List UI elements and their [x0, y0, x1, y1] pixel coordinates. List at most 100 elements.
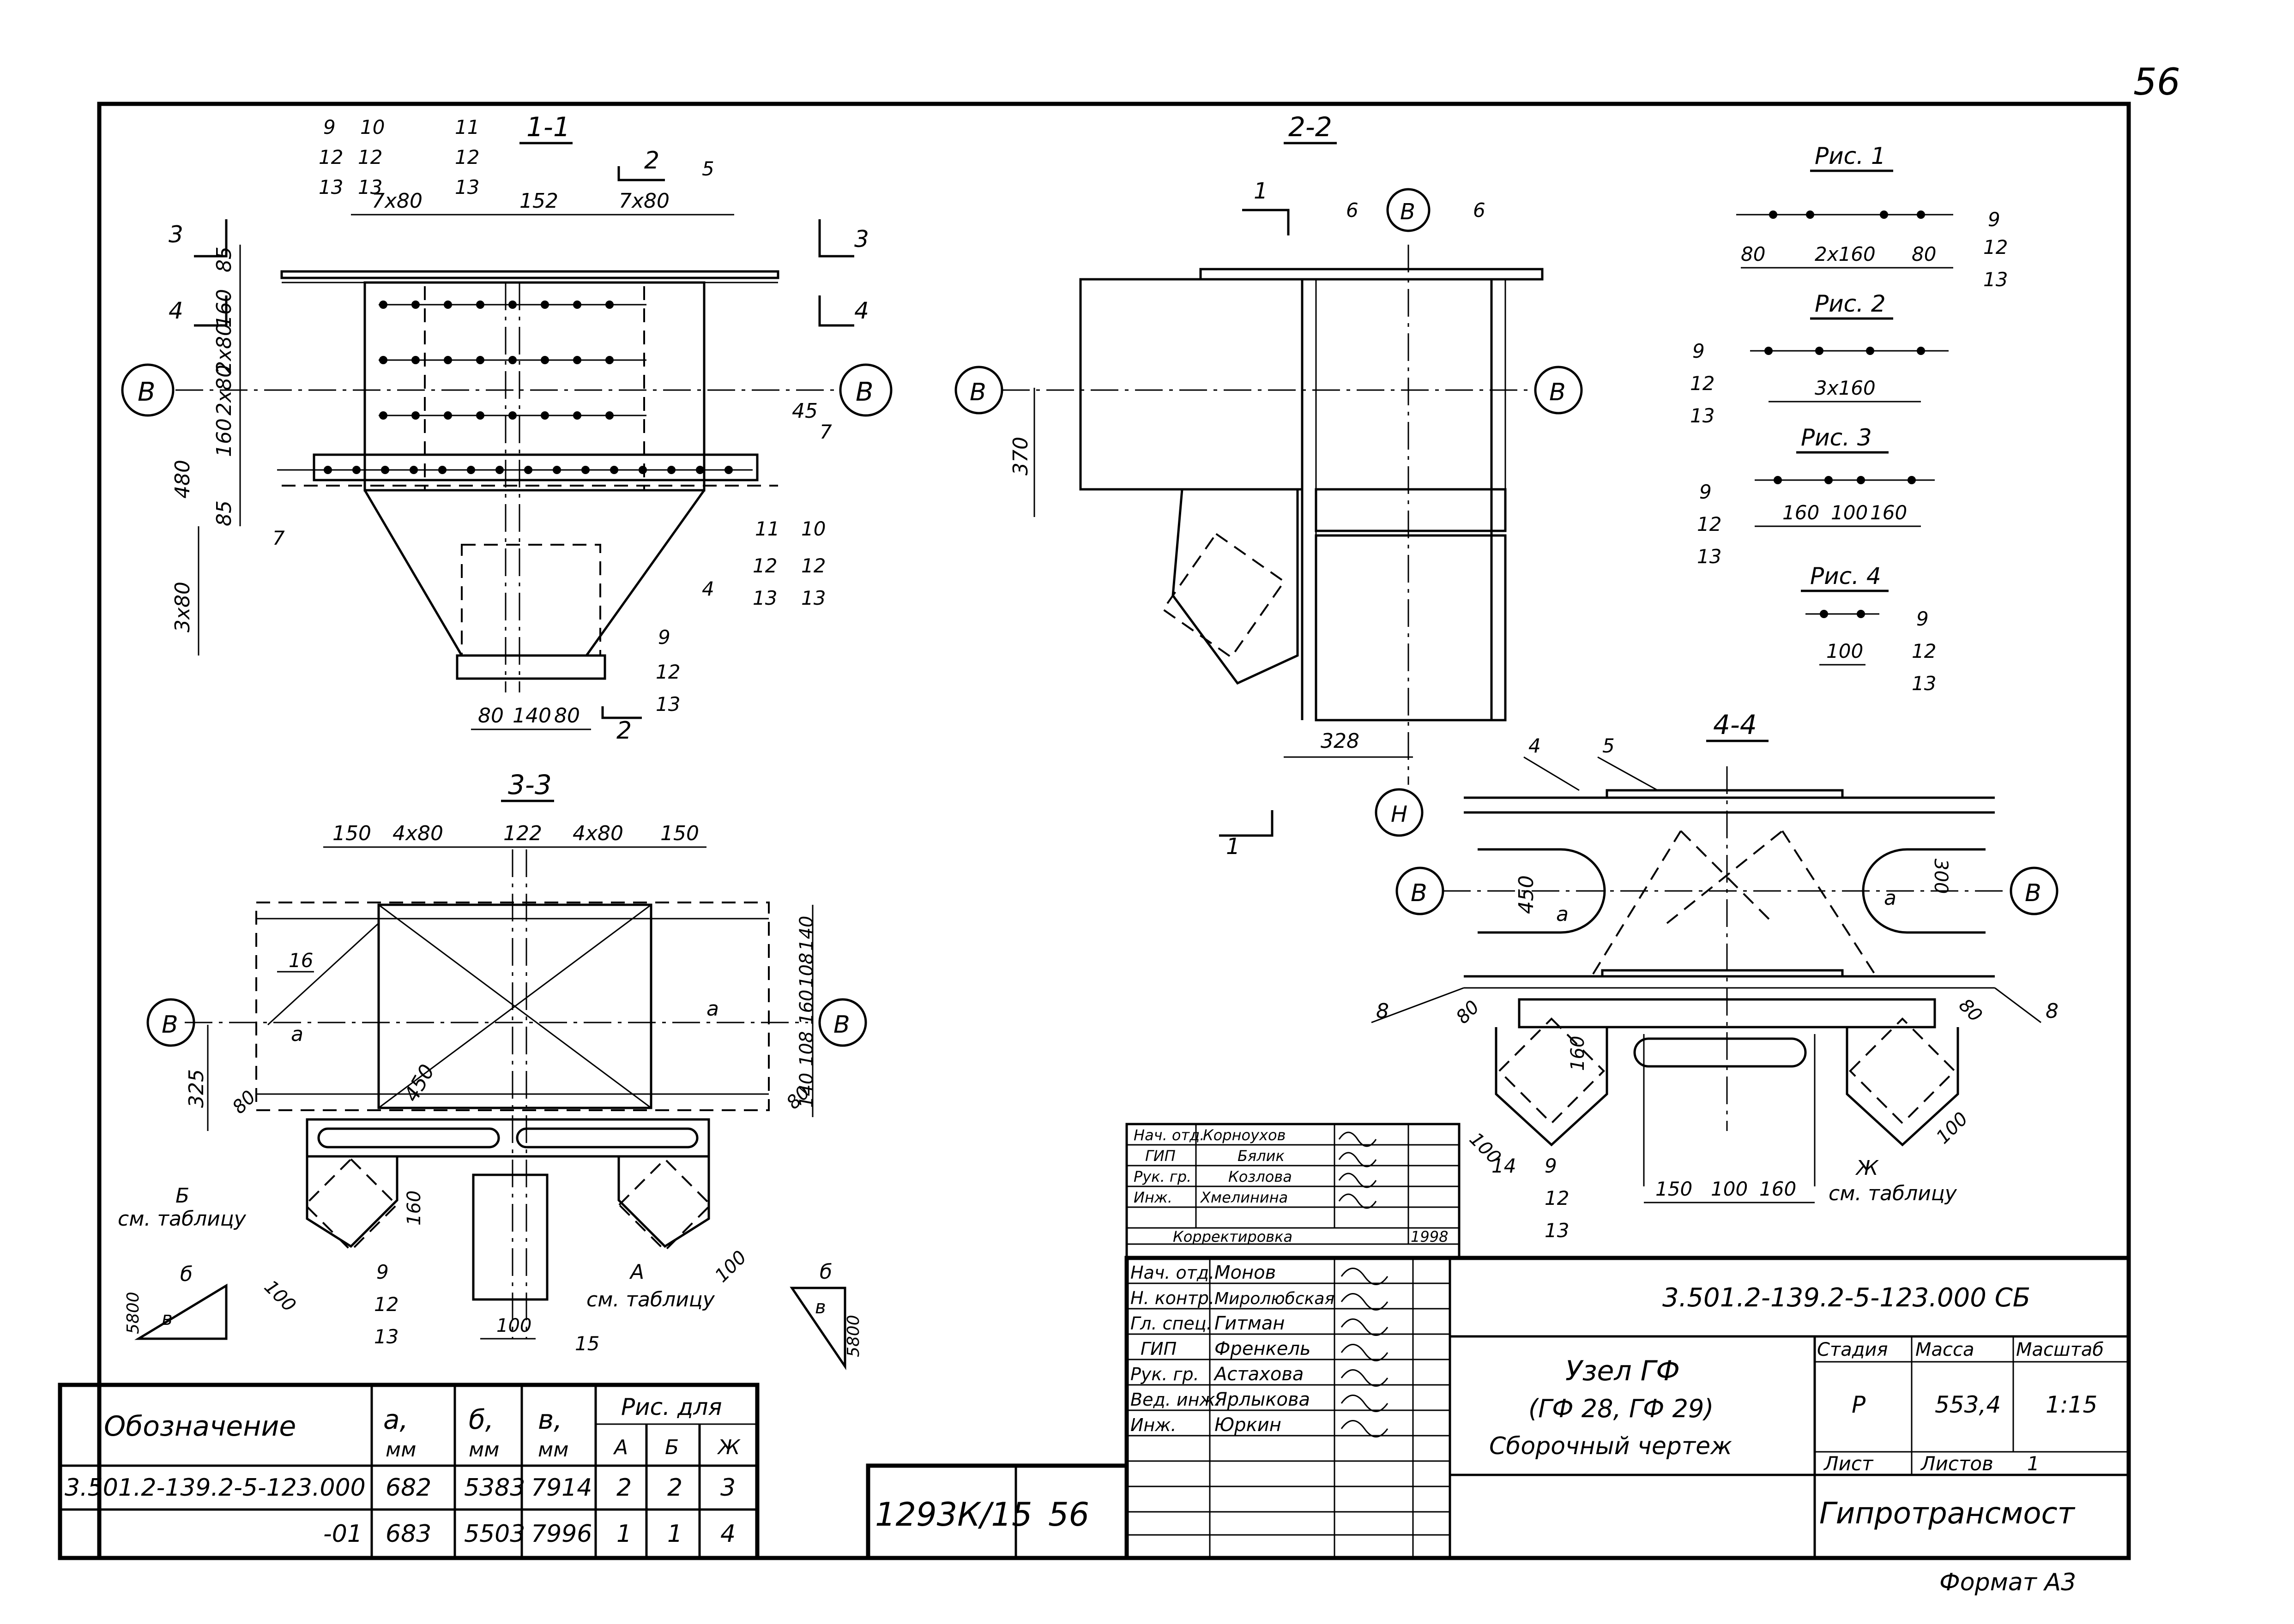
svg-text:108: 108 [796, 953, 817, 988]
svg-text:Р: Р [1852, 1391, 1866, 1418]
bolt-hole [410, 466, 418, 474]
svg-text:Рис. 3: Рис. 3 [1801, 424, 1872, 451]
signature-mark [1338, 1131, 1377, 1147]
bolt-hole [411, 356, 420, 364]
svg-text:ГИП: ГИП [1141, 1339, 1177, 1359]
svg-text:4х80: 4х80 [573, 822, 623, 845]
svg-text:Рис. 2: Рис. 2 [1815, 290, 1886, 317]
svg-text:682: 682 [386, 1474, 431, 1502]
svg-text:В: В [856, 377, 873, 407]
svg-text:12: 12 [1690, 372, 1714, 395]
bolt-hole [541, 301, 549, 309]
svg-text:Корректировка: Корректировка [1173, 1228, 1292, 1245]
axis-marker-left [146, 998, 195, 1047]
page-number: 56 [2133, 60, 2180, 103]
svg-text:12: 12 [358, 146, 382, 168]
figure-ris-1: Рис. 1 80 2х160 80 9 12 13 [1736, 143, 2008, 291]
svg-text:12: 12 [801, 554, 826, 577]
svg-text:7996: 7996 [531, 1520, 592, 1548]
svg-text:мм: мм [538, 1438, 568, 1462]
bolt-hole [667, 466, 676, 474]
svg-text:13: 13 [1690, 404, 1714, 427]
view-4-4: 4-4 В В 150 100 160 4 5 8 [1371, 709, 2059, 1242]
svg-text:1: 1 [2027, 1452, 2040, 1475]
bolt-hole [573, 356, 581, 364]
signature-mark [1340, 1293, 1388, 1311]
svg-text:4: 4 [702, 577, 714, 600]
svg-text:3: 3 [720, 1474, 736, 1502]
svg-text:Ж: Ж [1855, 1156, 1879, 1180]
svg-text:80: 80 [1741, 243, 1765, 265]
svg-text:а: а [1556, 902, 1569, 926]
svg-text:Обозначение: Обозначение [104, 1410, 296, 1443]
svg-text:160: 160 [212, 418, 236, 457]
svg-text:160: 160 [212, 289, 236, 328]
svg-text:7х80: 7х80 [372, 189, 423, 213]
svg-text:80: 80 [1452, 997, 1484, 1029]
svg-text:13: 13 [374, 1325, 398, 1348]
svg-text:1: 1 [616, 1520, 632, 1548]
svg-text:Ярлыкова: Ярлыкова [1214, 1389, 1310, 1410]
svg-text:140: 140 [796, 1073, 817, 1108]
svg-text:В: В [162, 1011, 178, 1039]
bolt-hole [724, 466, 733, 474]
bolt-hole [696, 466, 704, 474]
corrections-table: Нач. отд. Корноухов ГИП Бялик Рук. гр. К… [1125, 1123, 1461, 1259]
svg-text:Рис. 1: Рис. 1 [1815, 143, 1886, 169]
svg-text:Гл. спец.: Гл. спец. [1130, 1313, 1212, 1334]
bolt-hole [553, 466, 561, 474]
svg-text:Рис. для: Рис. для [621, 1394, 722, 1420]
svg-text:122: 122 [503, 822, 542, 845]
svg-text:80: 80 [1955, 995, 1986, 1027]
svg-text:б,: б, [469, 1404, 494, 1435]
svg-text:4: 4 [720, 1520, 736, 1548]
svg-text:А: А [613, 1436, 628, 1459]
svg-text:12: 12 [455, 146, 479, 168]
svg-text:1: 1 [1226, 834, 1240, 860]
svg-text:1: 1 [1254, 178, 1268, 204]
bolt-hole [438, 466, 447, 474]
bolt-hole [541, 411, 549, 420]
svg-text:328: 328 [1321, 729, 1359, 753]
svg-text:а,: а, [383, 1404, 408, 1435]
bolt-hole [573, 301, 581, 309]
svg-text:3: 3 [854, 226, 869, 253]
svg-text:Н: Н [1391, 801, 1407, 827]
svg-text:Ж: Ж [717, 1436, 741, 1459]
svg-text:80: 80 [229, 1087, 260, 1119]
bolt-hole [381, 466, 389, 474]
svg-text:7: 7 [820, 421, 832, 443]
svg-text:мм: мм [386, 1438, 416, 1462]
svg-text:13: 13 [358, 176, 382, 198]
svg-text:Листов: Листов [1920, 1452, 1993, 1475]
svg-text:11: 11 [455, 116, 479, 138]
svg-text:150: 150 [332, 822, 371, 845]
svg-text:9: 9 [1692, 340, 1705, 362]
svg-text:В: В [1400, 199, 1415, 225]
signature-mark [1340, 1318, 1388, 1336]
svg-text:13: 13 [455, 176, 479, 198]
svg-text:Инж.: Инж. [1134, 1189, 1172, 1206]
svg-text:160: 160 [1870, 501, 1907, 524]
svg-text:Б: Б [175, 1184, 189, 1208]
archive-page: 56 [1048, 1496, 1089, 1534]
svg-text:683: 683 [386, 1520, 431, 1548]
svg-text:325: 325 [185, 1069, 208, 1108]
bolt-hole [379, 356, 387, 364]
svg-text:9: 9 [1916, 607, 1929, 630]
bolt-hole [444, 301, 452, 309]
svg-text:13: 13 [1912, 672, 1936, 695]
bolt-hole [444, 356, 452, 364]
svg-text:100: 100 [1831, 501, 1868, 524]
bolt-hole [508, 356, 517, 364]
svg-text:Лист: Лист [1823, 1452, 1874, 1475]
bolt-rows-1-1 [277, 301, 753, 474]
svg-text:Нач. отд.: Нач. отд. [1134, 1126, 1204, 1144]
svg-text:В: В [833, 1011, 850, 1039]
svg-text:12: 12 [319, 146, 343, 168]
svg-text:В: В [2025, 879, 2041, 907]
svg-text:85: 85 [212, 247, 236, 272]
bolt-hole [605, 411, 614, 420]
svg-text:5800: 5800 [844, 1315, 863, 1357]
